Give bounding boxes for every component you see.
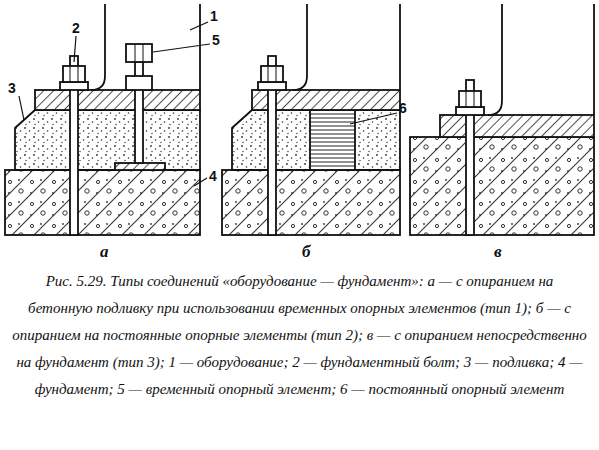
foundation-illustration: [0, 0, 599, 262]
callout-number: 3: [8, 80, 16, 96]
callout-number: 2: [72, 20, 80, 36]
callout-number: 6: [399, 100, 407, 116]
view-letter: б: [302, 242, 310, 262]
callout-number: 1: [210, 8, 218, 24]
view-letter: в: [494, 242, 502, 262]
callout-number: 4: [209, 168, 217, 184]
view-letter: а: [100, 242, 109, 262]
callout-number: 5: [212, 32, 220, 48]
figure-caption: Рис. 5.29. Типы соединений «оборудование…: [12, 268, 587, 403]
